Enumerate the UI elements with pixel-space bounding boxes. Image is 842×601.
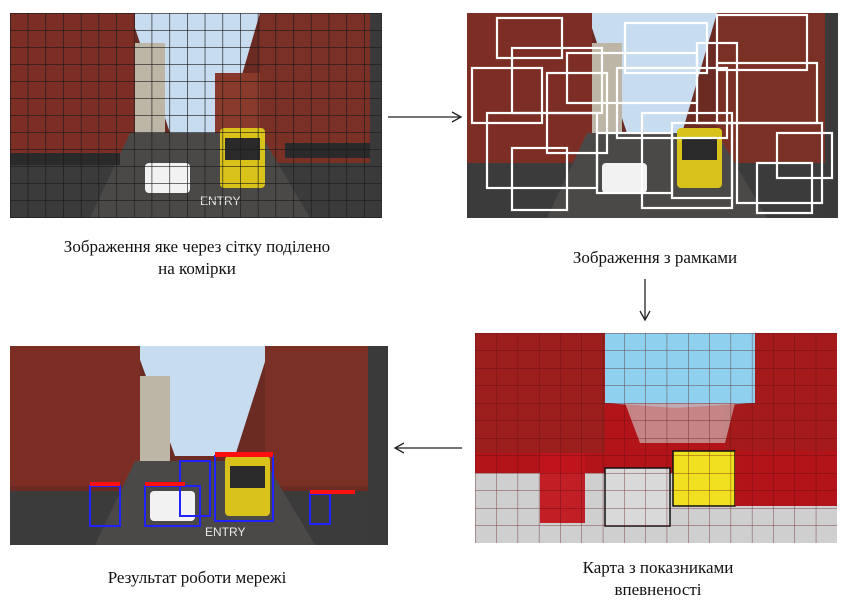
arrow-right-icon [388,111,463,123]
caption-confidence-map-text: Карта з показниками впевненості [582,558,734,599]
confidence-map [475,333,837,543]
arrow-left-icon [393,442,462,454]
caption-confidence-map: Карта з показниками впевненості [568,557,748,601]
caption-grid-image-text: Зображення яке через сітку поділено на к… [63,237,331,278]
street-scene-boxes [467,13,838,218]
caption-network-result-text: Результат роботи мережі [107,568,287,587]
grid-image-panel: ENTRY [10,13,382,218]
network-result-panel: ENTRY [10,346,388,545]
caption-grid-image: Зображення яке через сітку поділено на к… [62,236,332,280]
arrow-down-icon [639,279,651,322]
caption-boxes-image-text: Зображення з рамками [572,248,738,267]
caption-boxes-image: Зображення з рамками [520,247,790,269]
detection-labels [90,452,355,494]
caption-network-result: Результат роботи мережі [62,567,332,589]
bounding-boxes [470,13,834,215]
street-scene-detections: ENTRY [10,346,388,545]
road-marking-result: ENTRY [205,525,245,539]
boxes-image-panel [467,13,838,218]
confidence-map-panel [475,333,837,543]
street-scene-grid: ENTRY [10,13,382,218]
